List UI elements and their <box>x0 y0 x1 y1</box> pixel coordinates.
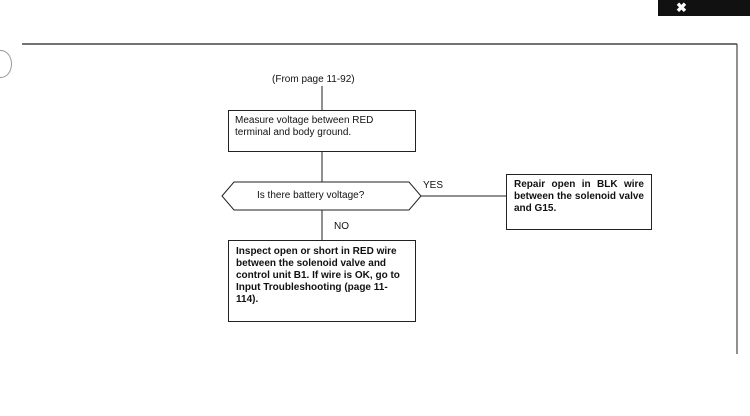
no-action-box: Inspect open or short in RED wire betwee… <box>228 240 416 322</box>
measure-step-box: Measure voltage between RED terminal and… <box>228 110 416 152</box>
section-tab-icon <box>658 0 750 16</box>
tool-tab-icon: ✖ <box>676 0 687 15</box>
decision-text: Is there battery voltage? <box>257 190 365 201</box>
yes-action-box: Repair open in BLK wire between the sole… <box>506 174 652 230</box>
yes-label: YES <box>423 180 444 191</box>
no-label: NO <box>334 221 349 232</box>
yes-action-text: Repair open in BLK wire between the sole… <box>514 179 644 214</box>
no-action-text: Inspect open or short in RED wire betwee… <box>236 246 400 305</box>
from-page-ref: (From page 11-92) <box>272 74 355 85</box>
measure-step-text: Measure voltage between RED terminal and… <box>235 115 374 138</box>
